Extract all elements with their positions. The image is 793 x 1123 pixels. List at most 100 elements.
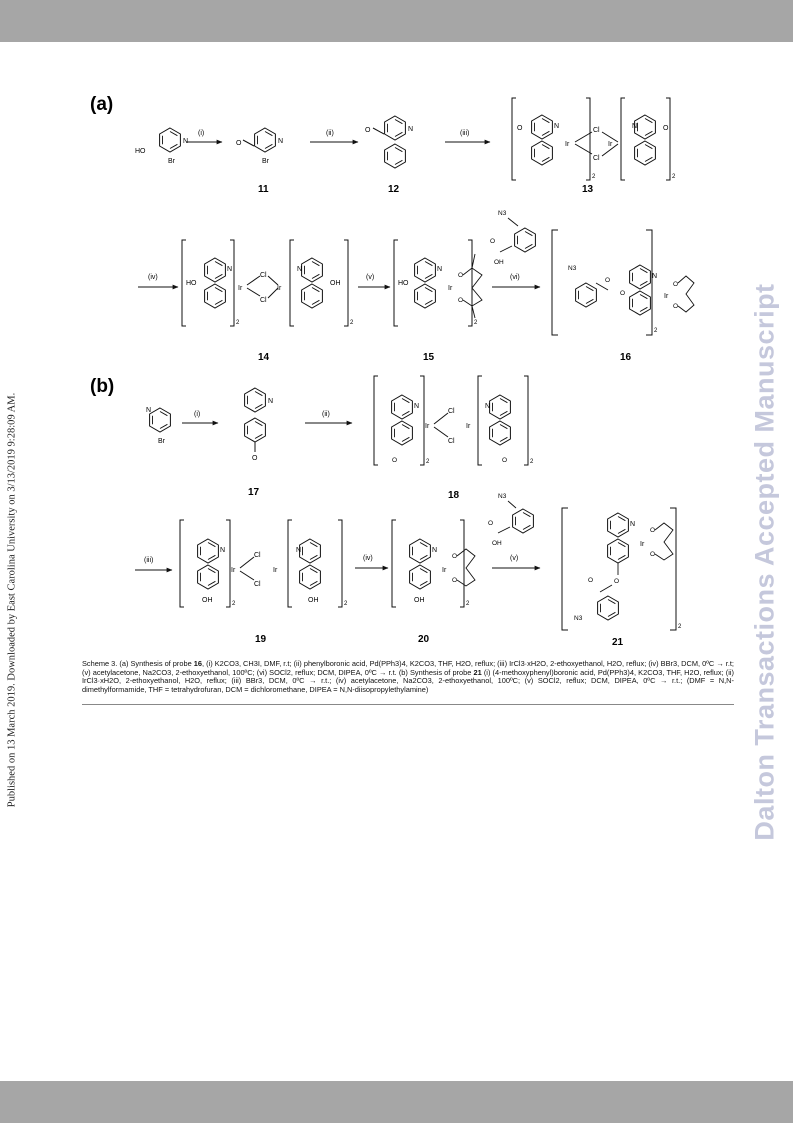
- svg-text:O: O: [502, 457, 507, 464]
- svg-text:O: O: [650, 551, 655, 558]
- step-a-iii: (iii): [460, 130, 469, 137]
- bottom-gray-bar: [0, 1081, 793, 1123]
- label-18: 18: [448, 490, 460, 501]
- label-17: 17: [248, 487, 260, 498]
- label-20: 20: [418, 634, 430, 645]
- svg-text:O: O: [488, 520, 493, 527]
- svg-text:N: N: [554, 123, 559, 130]
- svg-text:Cl: Cl: [254, 552, 261, 559]
- svg-text:Ir: Ir: [273, 567, 278, 574]
- svg-text:N: N: [297, 266, 302, 273]
- svg-text:Br: Br: [158, 438, 166, 445]
- step-a-i: (i): [198, 130, 204, 137]
- step-a-v: (v): [366, 274, 374, 281]
- svg-text:Cl: Cl: [593, 155, 600, 162]
- synthesis-scheme: (a) N HO Br (i) N O Br 11 (ii) N O 12 (i…: [90, 94, 695, 648]
- svg-text:N: N: [485, 403, 490, 410]
- caption-text-b: (i) (4-methoxyphenyl)boronic acid, Pd(PP…: [82, 667, 734, 694]
- svg-text:N: N: [414, 403, 419, 410]
- svg-text:Cl: Cl: [448, 408, 455, 415]
- svg-text:O: O: [452, 577, 457, 584]
- svg-text:Ir: Ir: [277, 285, 282, 292]
- svg-text:O: O: [452, 553, 457, 560]
- label-13: 13: [582, 184, 594, 195]
- label-11: 11: [258, 184, 269, 195]
- step-b-ii: (ii): [322, 411, 330, 418]
- svg-text:OH: OH: [494, 259, 504, 266]
- label-12: 12: [388, 184, 400, 195]
- svg-text:N: N: [652, 273, 657, 280]
- svg-text:Cl: Cl: [593, 127, 600, 134]
- svg-text:O: O: [650, 527, 655, 534]
- svg-text:O: O: [236, 140, 242, 147]
- svg-text:N: N: [630, 521, 635, 528]
- svg-text:O: O: [458, 297, 463, 304]
- svg-text:HO: HO: [135, 148, 146, 155]
- part-a-label: (a): [90, 94, 113, 115]
- svg-text:N3: N3: [498, 493, 507, 500]
- svg-text:O: O: [620, 290, 625, 297]
- watermark-text: Dalton Transactions Accepted Manuscript: [749, 283, 780, 841]
- svg-text:2: 2: [466, 601, 470, 607]
- svg-text:N: N: [278, 138, 283, 145]
- svg-text:Br: Br: [168, 158, 176, 165]
- svg-text:O: O: [458, 272, 463, 279]
- compound-19: N Ir Cl Cl OH 2 Ir N OH 2 19: [179, 519, 348, 645]
- svg-text:N3: N3: [568, 265, 577, 272]
- svg-text:2: 2: [344, 601, 348, 607]
- svg-text:N: N: [227, 266, 232, 273]
- label-19: 19: [255, 634, 267, 645]
- part-b-label: (b): [90, 376, 114, 397]
- svg-text:O: O: [614, 578, 619, 585]
- svg-text:Ir: Ir: [664, 293, 669, 300]
- svg-text:Ir: Ir: [448, 285, 453, 292]
- svg-text:N: N: [432, 547, 437, 554]
- svg-text:OH: OH: [414, 597, 425, 604]
- svg-text:Cl: Cl: [260, 297, 267, 304]
- svg-text:Cl: Cl: [448, 438, 455, 445]
- svg-text:Ir: Ir: [640, 541, 645, 548]
- step-b-i: (i): [194, 411, 200, 418]
- step-b-v: (v): [510, 555, 518, 562]
- step-b-iv: (iv): [363, 555, 373, 562]
- step-a-iv: (iv): [148, 274, 158, 281]
- svg-text:2: 2: [654, 328, 658, 334]
- svg-text:O: O: [392, 457, 397, 464]
- svg-text:Ir: Ir: [238, 285, 243, 292]
- label-15: 15: [423, 352, 435, 363]
- compound-14: N HO Ir Cl Cl 2 Ir N OH 2 14: [181, 239, 354, 363]
- svg-text:2: 2: [672, 174, 676, 180]
- svg-text:O: O: [673, 281, 678, 288]
- svg-text:Ir: Ir: [442, 567, 447, 574]
- svg-text:O: O: [517, 125, 523, 132]
- compound-21: N Ir O O O O N3 2 21: [561, 507, 682, 648]
- svg-text:N3: N3: [574, 615, 583, 622]
- step-b-iii: (iii): [144, 557, 153, 564]
- svg-text:N: N: [437, 266, 442, 273]
- reagent-azidomethylbenzoic-acid-b: N3 O OH: [488, 493, 534, 547]
- reagent-azidomethylbenzoic-acid-a: N3 O OH: [490, 210, 536, 266]
- svg-text:OH: OH: [330, 280, 341, 287]
- svg-text:OH: OH: [492, 540, 502, 547]
- label-21: 21: [612, 637, 624, 648]
- svg-text:Ir: Ir: [466, 423, 471, 430]
- svg-text:O: O: [673, 303, 678, 310]
- svg-text:O: O: [605, 277, 610, 284]
- start-material-b: N Br: [146, 407, 171, 445]
- svg-text:2: 2: [236, 320, 240, 326]
- svg-text:N: N: [146, 407, 151, 414]
- svg-text:2: 2: [530, 459, 534, 465]
- svg-text:Cl: Cl: [260, 272, 267, 279]
- svg-text:Br: Br: [262, 158, 270, 165]
- svg-text:O: O: [490, 238, 495, 245]
- svg-text:N: N: [183, 138, 188, 145]
- svg-text:HO: HO: [398, 280, 409, 287]
- compound-15: N HO Ir O O 2 15: [393, 239, 483, 363]
- compound-17: N O 17: [244, 387, 273, 498]
- svg-text:N3: N3: [498, 210, 507, 217]
- caption-text-a: , (i) K2CO3, CH3I, DMF, r.t; (ii) phenyl…: [82, 659, 734, 677]
- svg-text:2: 2: [350, 320, 354, 326]
- compound-20: N Ir O O OH 2 20: [391, 519, 476, 645]
- publication-stamp-text: Published on 13 March 2019. Downloaded b…: [6, 392, 18, 808]
- scheme-caption: Scheme 3. (a) Synthesis of probe 16, (i)…: [82, 659, 734, 694]
